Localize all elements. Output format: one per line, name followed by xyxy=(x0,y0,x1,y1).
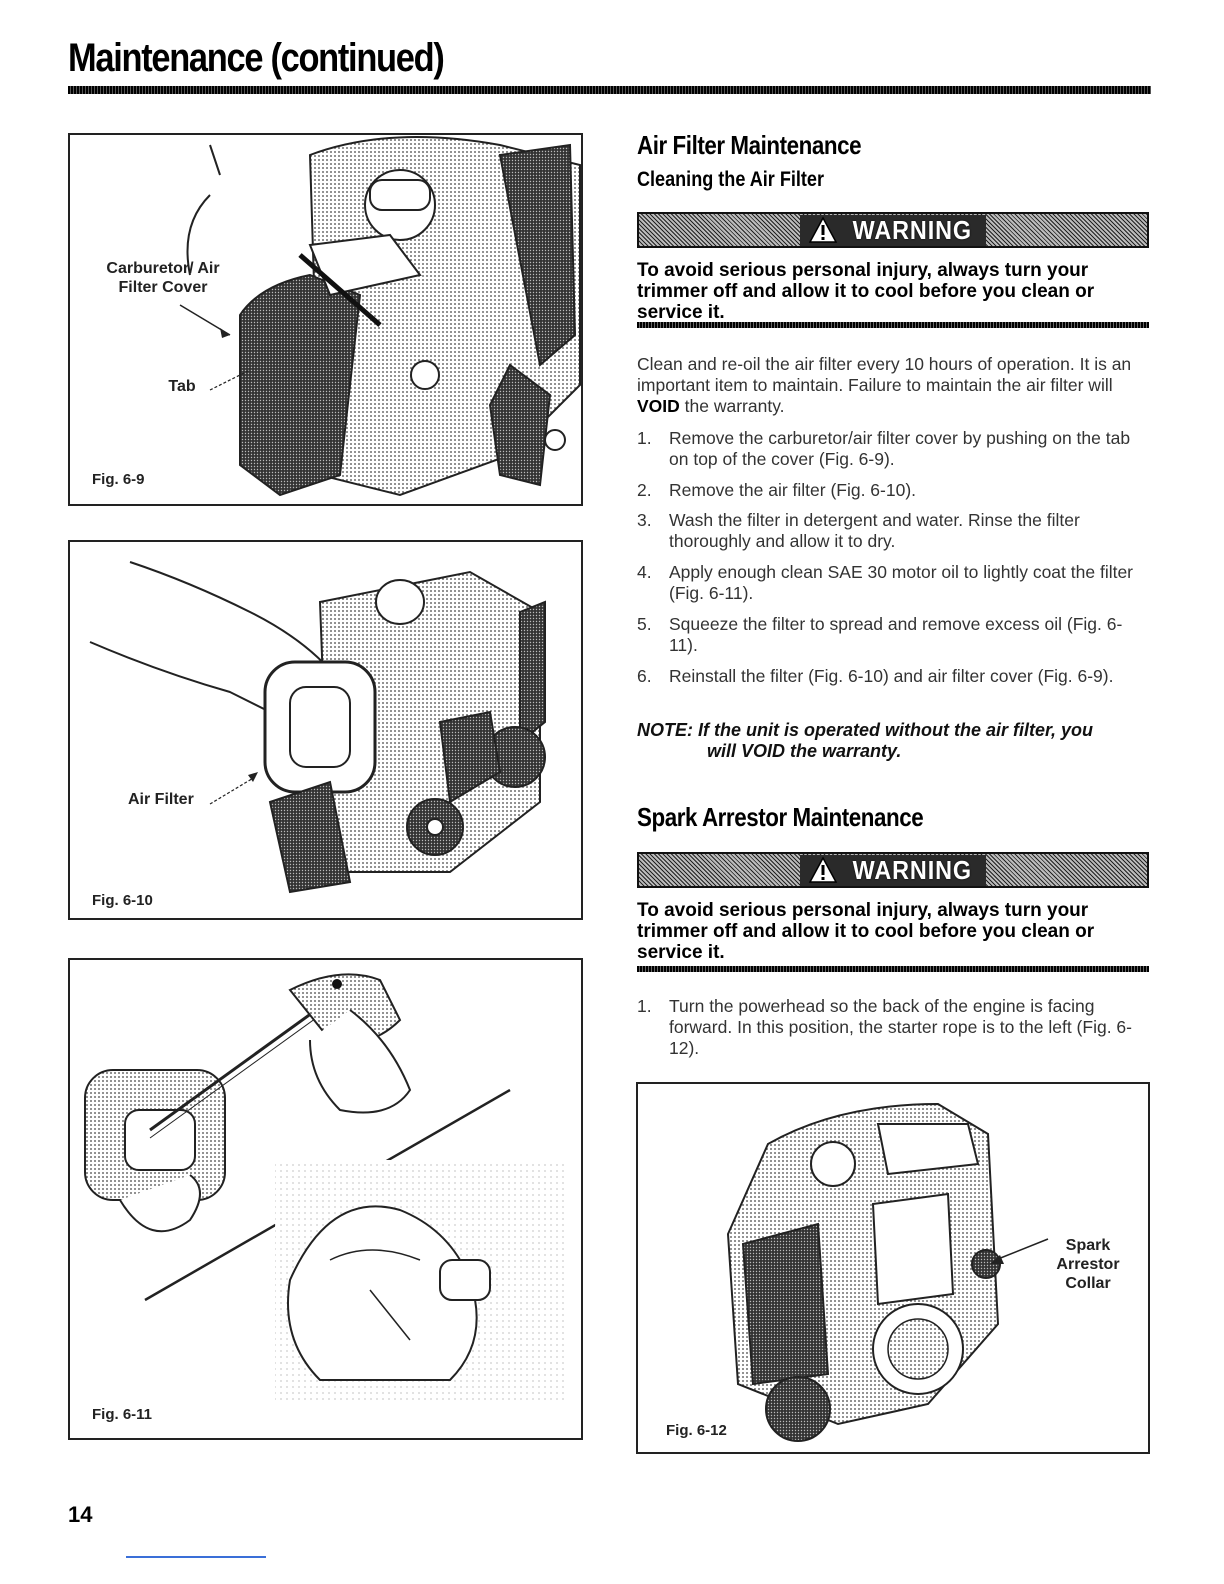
footer-rule xyxy=(126,1556,266,1558)
figure-label: Fig. 6-10 xyxy=(92,892,153,909)
warning-text: To avoid serious personal injury, always… xyxy=(637,260,1095,323)
figure-label: Fig. 6-9 xyxy=(92,471,145,488)
warning-text: To avoid serious personal injury, always… xyxy=(637,900,1095,963)
warning-triangle-icon xyxy=(808,216,837,243)
warning-banner: WARNING xyxy=(637,212,1149,248)
air-filter-intro: Clean and re-oil the air filter every 10… xyxy=(637,354,1132,416)
carburetor-cover-illustration xyxy=(179,136,581,497)
warning-triangle-icon xyxy=(808,856,837,883)
page-title: Maintenance (continued) xyxy=(68,36,445,80)
figure-6-11: Fig. 6-11 xyxy=(68,958,583,1440)
title-rule xyxy=(68,86,1151,94)
section-heading-air-filter: Air Filter Maintenance xyxy=(637,130,862,160)
figure-label: Fig. 6-11 xyxy=(92,1406,153,1423)
callout-tab: Tab xyxy=(168,378,196,395)
warning-label: WARNING xyxy=(852,214,972,245)
warning-banner: WARNING xyxy=(637,852,1149,888)
note-void-warranty: NOTE: If the unit is operated without th… xyxy=(637,720,1094,761)
page-number: 14 xyxy=(68,1502,93,1527)
spark-arrestor-illustration xyxy=(726,1102,1049,1442)
figure-label: Fig. 6-12 xyxy=(666,1422,727,1439)
figure-6-9: Carburetor/ Air Filter Cover Tab Fig. 6-… xyxy=(68,133,583,506)
section-heading-spark-arrestor: Spark Arrestor Maintenance xyxy=(637,802,924,832)
figure-6-10: Air Filter Fig. 6-10 xyxy=(68,540,583,920)
warning-rule xyxy=(637,322,1149,328)
warning-rule xyxy=(637,966,1149,972)
figure-6-12: Spark Arrestor Collar Fig. 6-12 xyxy=(636,1082,1150,1454)
oiling-filter-illustration xyxy=(84,973,565,1400)
callout-spark-arrestor-collar: Spark Arrestor Collar xyxy=(1056,1237,1120,1292)
callout-air-filter: Air Filter xyxy=(128,791,194,808)
air-filter-removal-illustration xyxy=(89,561,546,894)
subheading-cleaning: Cleaning the Air Filter xyxy=(637,168,824,191)
warning-label: WARNING xyxy=(852,854,972,885)
callout-carburetor-cover: Carburetor/ Air Filter Cover xyxy=(106,260,220,296)
